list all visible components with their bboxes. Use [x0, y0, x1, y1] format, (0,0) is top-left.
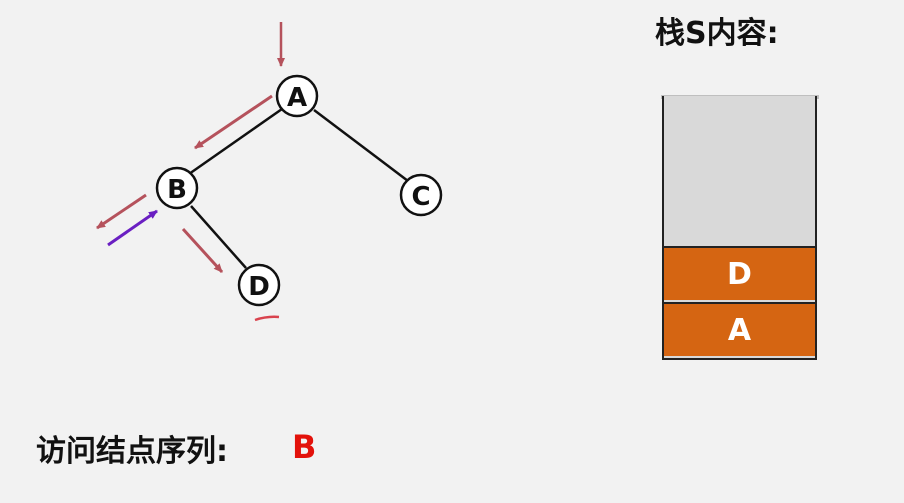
node-label-d: D [248, 272, 270, 302]
traverse-arrow-b-to-d [181, 227, 224, 274]
edge-a-b [188, 107, 283, 176]
node-label-c: C [411, 182, 430, 212]
stack-cell-bottom: A [664, 302, 815, 356]
stack-container: D A [662, 96, 817, 360]
return-arrow-to-b [107, 209, 158, 247]
stack-cell-top: D [664, 246, 815, 300]
visit-sequence-label: 访问结点序列: [36, 434, 228, 469]
tree-node-b: B [155, 166, 199, 210]
node-label-b: B [167, 175, 187, 205]
tree-node-c: C [399, 173, 443, 217]
edge-a-c [313, 109, 409, 182]
tree-node-d: D [237, 263, 281, 307]
visit-sequence-value: B [292, 428, 317, 466]
current-node-marker [254, 315, 280, 322]
node-label-a: A [287, 83, 307, 113]
traverse-arrow-b-to-left-null [96, 193, 147, 230]
edge-b-d [190, 205, 247, 269]
stack-title: 栈S内容: [655, 16, 779, 51]
traverse-arrow-a-to-b [194, 94, 273, 150]
tree-node-a: A [275, 74, 319, 118]
